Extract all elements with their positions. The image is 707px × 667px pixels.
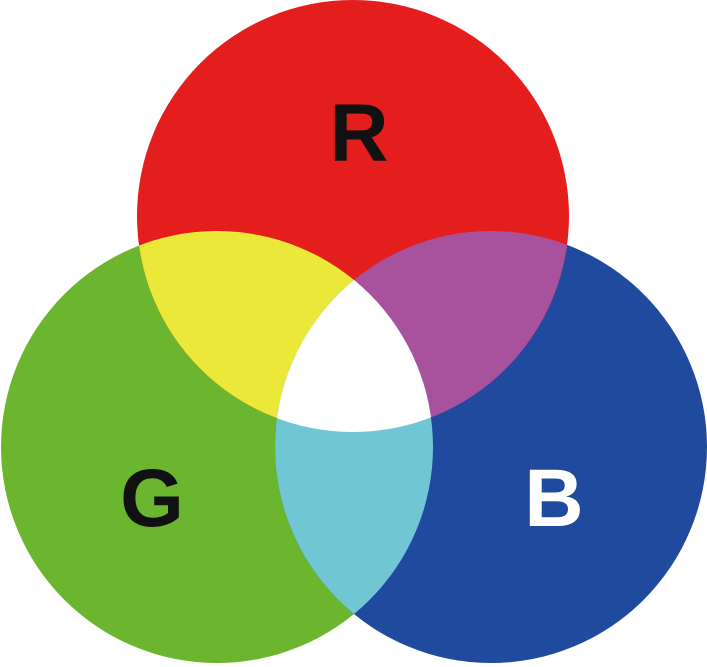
red-label: R	[329, 88, 388, 179]
center-overlap	[275, 231, 433, 432]
blue-label: B	[524, 453, 583, 544]
green-label: G	[120, 453, 184, 544]
